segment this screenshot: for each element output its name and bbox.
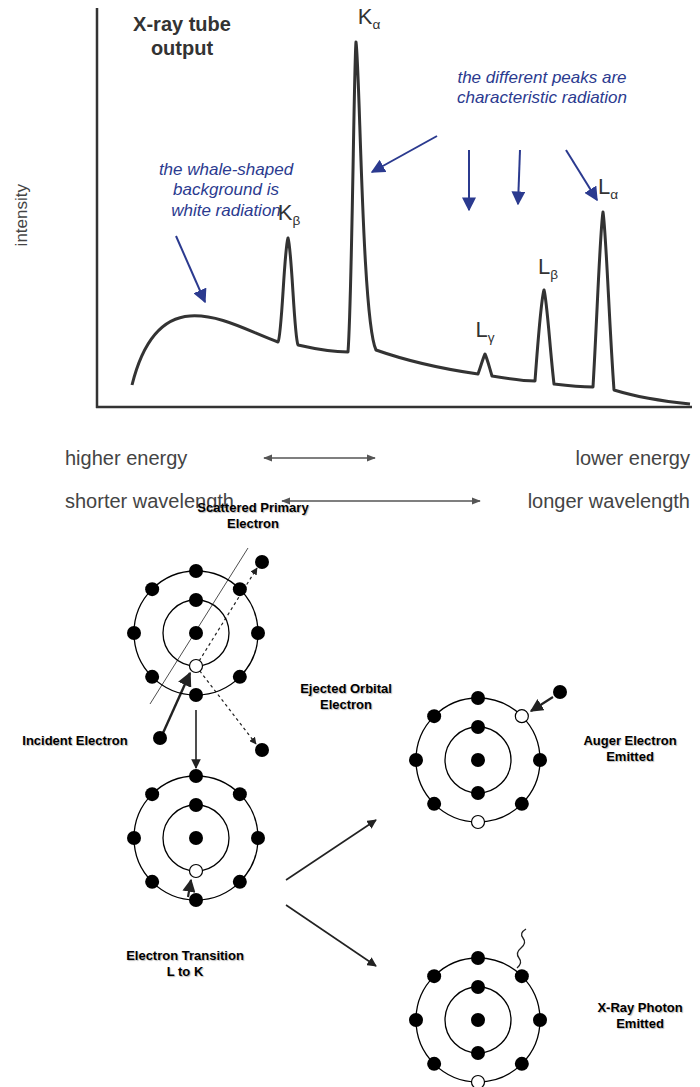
electron bbox=[145, 582, 159, 596]
electron bbox=[189, 893, 203, 907]
spectrum-curve bbox=[132, 42, 690, 404]
inner-shell bbox=[163, 805, 229, 871]
peak-label: Kβ bbox=[278, 200, 301, 226]
electron bbox=[533, 753, 547, 767]
electron bbox=[251, 626, 265, 640]
atom-label: Auger Electron Emitted bbox=[575, 733, 685, 764]
auger-electron bbox=[553, 685, 567, 699]
electron bbox=[145, 670, 159, 684]
atom-lines bbox=[150, 548, 553, 968]
electron bbox=[515, 797, 529, 811]
electron bbox=[427, 969, 441, 983]
electron bbox=[233, 875, 247, 889]
chart-axes bbox=[96, 8, 692, 408]
electron bbox=[471, 691, 485, 705]
scale-label: lower energy bbox=[575, 446, 690, 470]
scale-label: longer wavelength bbox=[528, 489, 690, 513]
electron bbox=[471, 786, 485, 800]
callout-note: the different peaks are characteristic r… bbox=[422, 68, 662, 109]
incident-electron bbox=[153, 731, 167, 745]
nucleus bbox=[189, 831, 203, 845]
atom-label: Ejected Orbital Electron bbox=[289, 681, 404, 712]
atom-label: Electron Transition L to K bbox=[123, 948, 248, 979]
outer-shell bbox=[134, 776, 258, 900]
vacancy bbox=[515, 710, 528, 723]
axis-label: intensity bbox=[12, 184, 32, 246]
atom-label: X-Ray Photon Emitted bbox=[590, 1000, 690, 1031]
vacancy bbox=[472, 1076, 485, 1087]
electron bbox=[409, 753, 423, 767]
electron bbox=[233, 582, 247, 596]
nucleus bbox=[189, 626, 203, 640]
electron bbox=[189, 564, 203, 578]
peak-label: Kα bbox=[358, 4, 381, 30]
peak-label: Lα bbox=[598, 174, 618, 200]
electron bbox=[533, 1013, 547, 1027]
scale-arrows bbox=[264, 458, 480, 501]
electron bbox=[189, 798, 203, 812]
electron bbox=[471, 951, 485, 965]
outer-shell bbox=[416, 958, 540, 1082]
electron bbox=[189, 688, 203, 702]
scale-label: higher energy bbox=[65, 446, 187, 470]
electron bbox=[427, 709, 441, 723]
electron bbox=[189, 593, 203, 607]
electron bbox=[427, 797, 441, 811]
electron bbox=[127, 831, 141, 845]
electron bbox=[251, 831, 265, 845]
electron bbox=[233, 787, 247, 801]
electron bbox=[409, 1013, 423, 1027]
electron bbox=[189, 769, 203, 783]
nucleus bbox=[471, 1013, 485, 1027]
electron bbox=[515, 969, 529, 983]
electron bbox=[471, 720, 485, 734]
peak-label: Lγ bbox=[475, 317, 494, 343]
electron bbox=[427, 1057, 441, 1071]
atom-label: Scattered Primary Electron bbox=[193, 500, 313, 531]
outer-shell bbox=[416, 698, 540, 822]
electron bbox=[127, 626, 141, 640]
vacancy bbox=[190, 865, 203, 878]
atom-label: Incident Electron bbox=[22, 733, 127, 749]
electron bbox=[233, 670, 247, 684]
vacancy bbox=[472, 816, 485, 829]
vacancy bbox=[190, 660, 203, 673]
outer-shell bbox=[134, 571, 258, 695]
electron bbox=[471, 980, 485, 994]
electron bbox=[145, 875, 159, 889]
electron bbox=[515, 1057, 529, 1071]
inner-shell bbox=[445, 987, 511, 1053]
electron bbox=[471, 1046, 485, 1060]
inner-shell bbox=[163, 600, 229, 666]
chart-title: X-ray tube output bbox=[107, 12, 257, 60]
ejected-electron bbox=[255, 743, 269, 757]
nucleus bbox=[471, 753, 485, 767]
atom-figures bbox=[127, 555, 567, 1087]
scattered-electron bbox=[255, 555, 269, 569]
electron bbox=[145, 787, 159, 801]
peak-label: Lβ bbox=[538, 254, 558, 280]
inner-shell bbox=[445, 727, 511, 793]
